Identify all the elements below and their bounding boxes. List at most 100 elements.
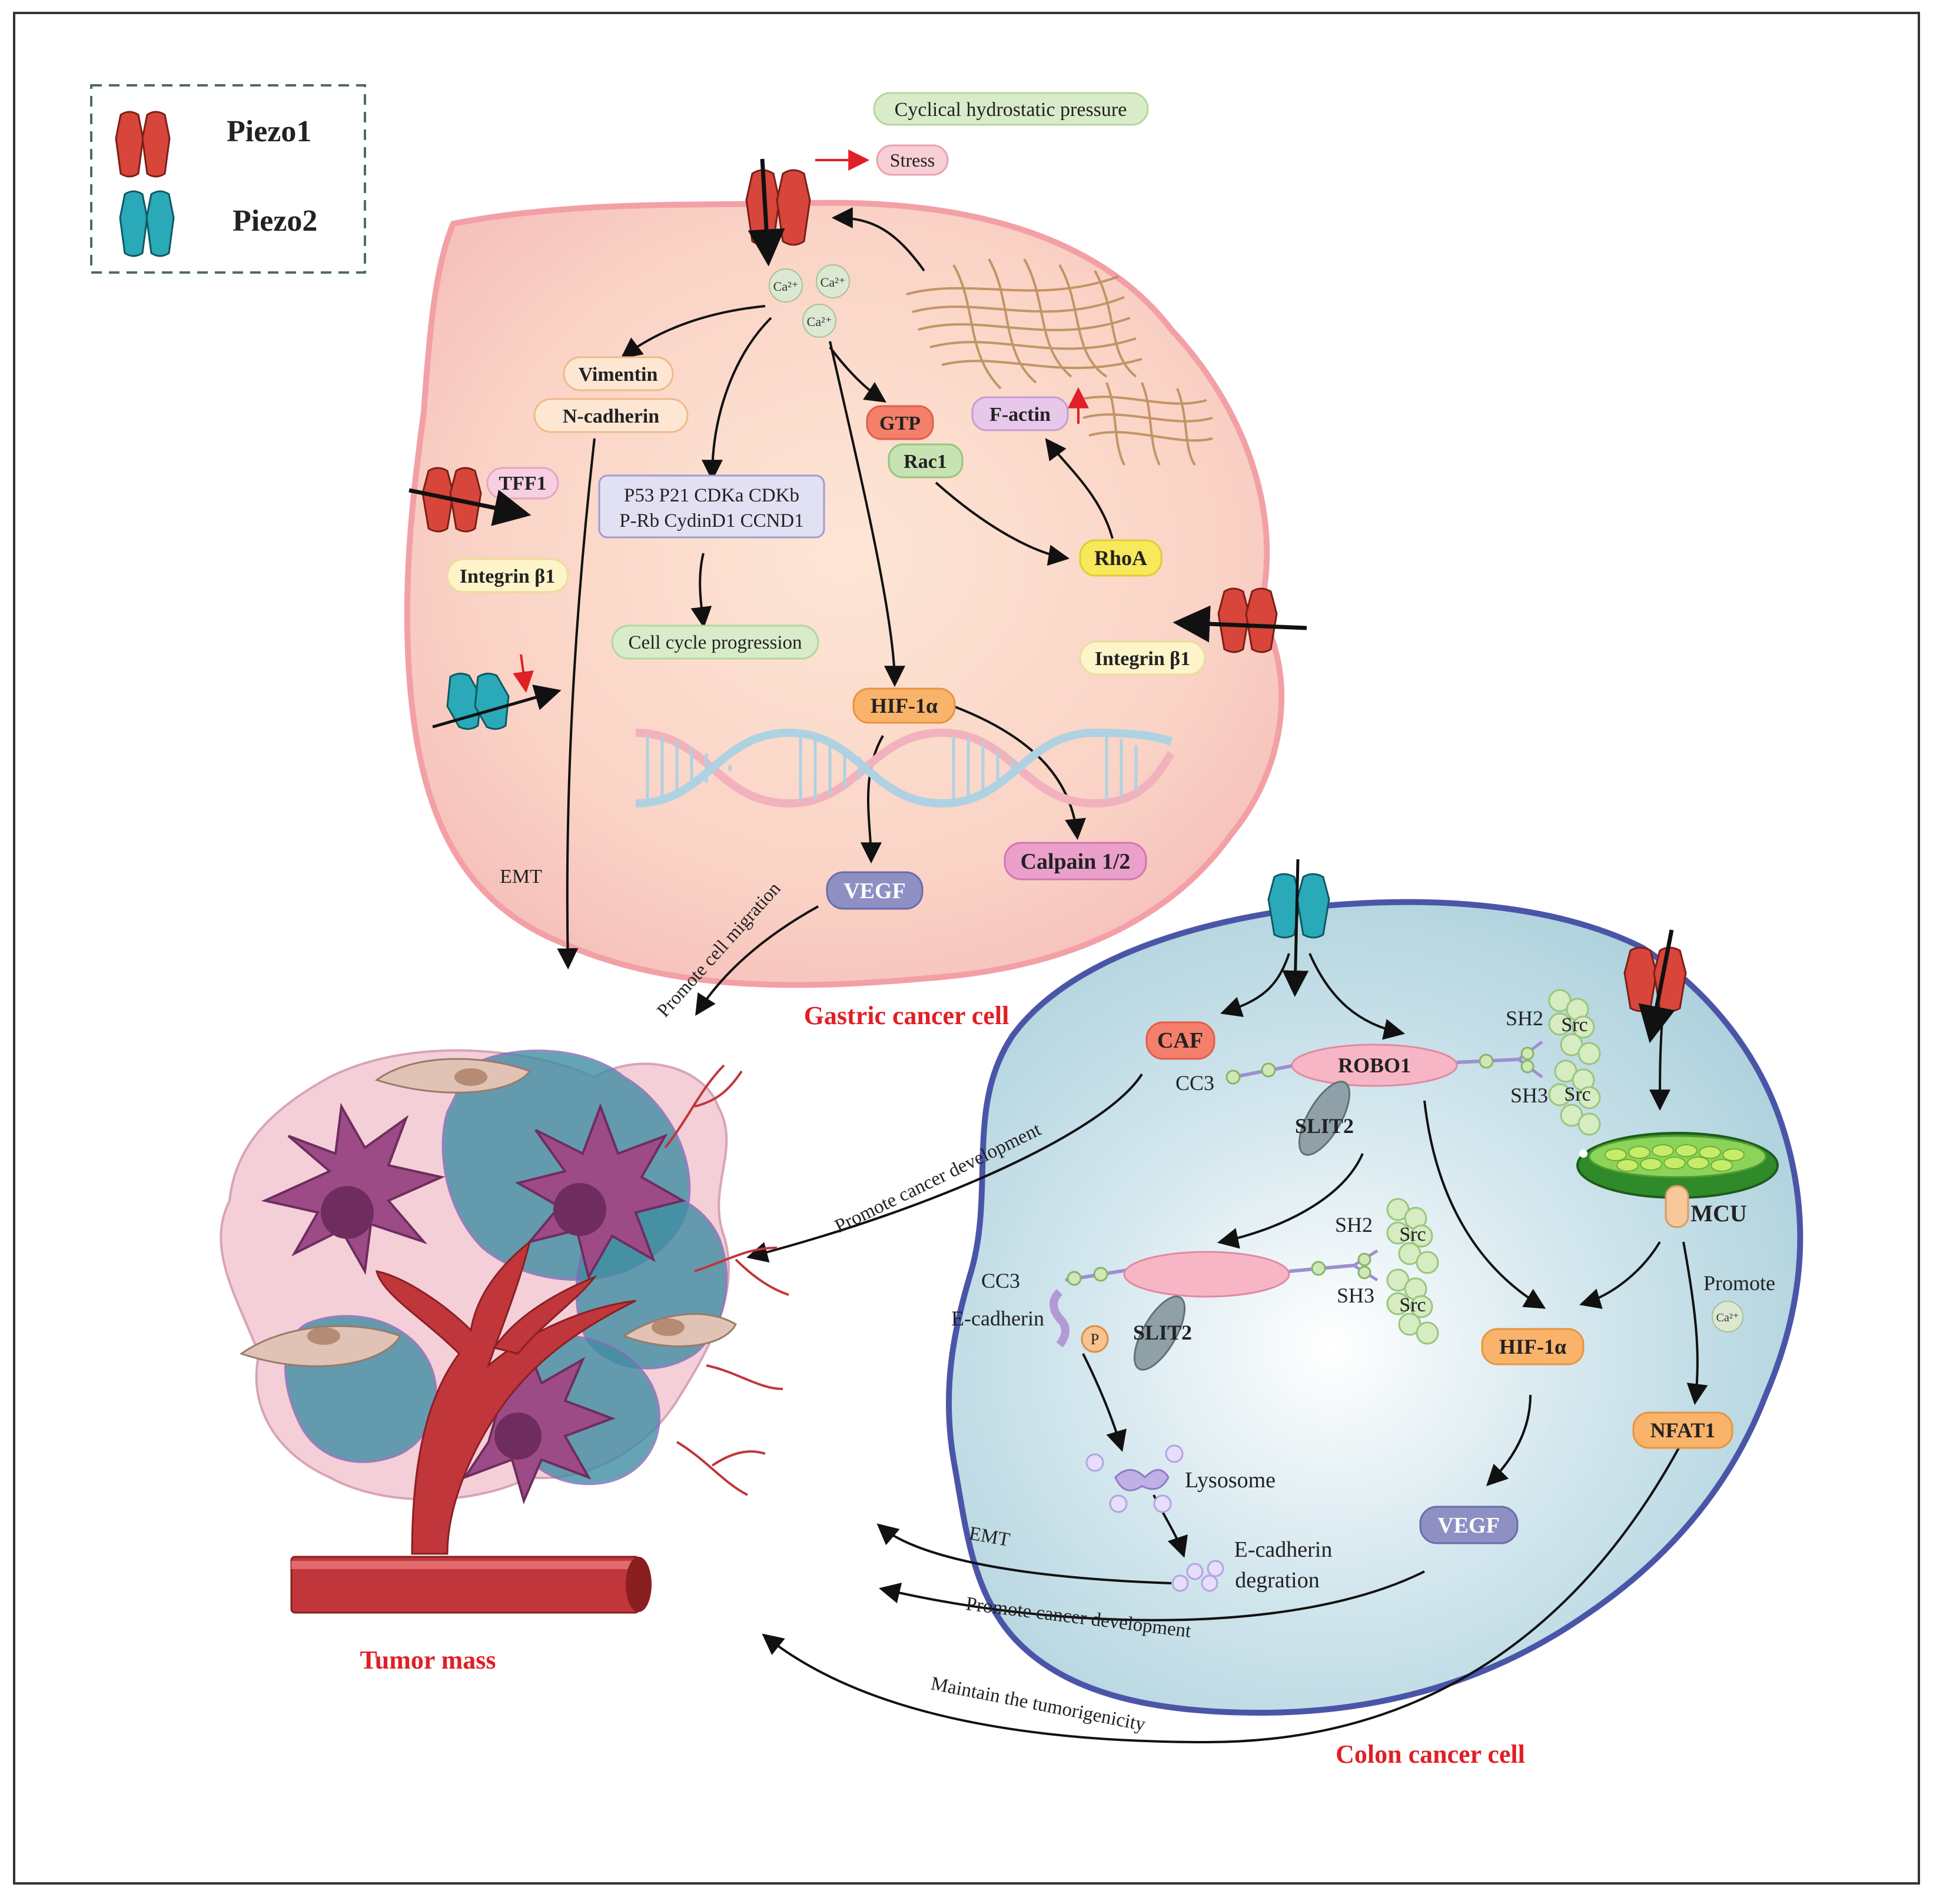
ca-ion-2-label: Ca²⁺ (821, 275, 846, 290)
src-1-label: Src (1561, 1014, 1587, 1036)
cell-cycle-proteins-line1: P53 P21 CDKa CDKb (624, 485, 799, 506)
cyclical-pressure-label: Cyclical hydrostatic pressure (895, 99, 1127, 121)
cell-cycle-proteins-line2: P-Rb CydinD1 CCND1 (619, 510, 804, 531)
cyclical-pressure-pill: Cyclical hydrostatic pressure (873, 92, 1149, 126)
vimentin-label: Vimentin (579, 364, 658, 386)
piezo1-channel-colon-right (1623, 929, 1687, 1044)
mcu-label: MCU (1690, 1200, 1747, 1227)
promote-label: Promote (1703, 1271, 1775, 1295)
calpain-pill: Calpain 1/2 (1004, 842, 1147, 880)
piezo2-channel-colon-top (1267, 859, 1330, 997)
vimentin-pill: Vimentin (563, 356, 674, 391)
hif-colon-pill: HIF-1α (1481, 1328, 1585, 1365)
f-actin-fibers (906, 258, 1213, 466)
ca-ion-3-label: Ca²⁺ (807, 314, 832, 329)
colon-arrows (746, 953, 1708, 1744)
piezo1-legend-icon (115, 111, 171, 178)
slit2-mid-label: SLIT2 (1133, 1321, 1192, 1344)
src-cluster-2 (1548, 1059, 1601, 1136)
ca-ion-colon: Ca²⁺ (1712, 1301, 1743, 1333)
robo1-complex: ROBO1 (1225, 1041, 1543, 1156)
integrin-left-pill: Integrin β1 (446, 558, 569, 593)
src-3-label: Src (1399, 1224, 1426, 1245)
legend-box: Piezo1 Piezo2 (90, 84, 366, 274)
ca-ion-2: Ca²⁺ (816, 264, 850, 298)
gastric-arrows (557, 207, 1114, 1016)
src-2-label: Src (1564, 1084, 1590, 1105)
lysosome-label: Lysosome (1185, 1468, 1276, 1493)
vegf-gastric-pill: VEGF (826, 871, 924, 910)
sh2-top-label: SH2 (1506, 1006, 1543, 1030)
e-cadherin-label: E-cadherin (951, 1307, 1044, 1330)
robo1-label: ROBO1 (1338, 1054, 1411, 1077)
f-actin-label: F-actin (989, 404, 1051, 426)
piezo1-channel-gastric-left (408, 467, 532, 533)
rhoa-label: RhoA (1094, 546, 1147, 570)
colon-cell-title: Colon cancer cell (1336, 1740, 1525, 1769)
e-cadherin-degradation-line1: E-cadherin (1234, 1537, 1333, 1562)
piezo2-legend-icon (119, 190, 175, 257)
cc3-mid-label: CC3 (981, 1269, 1020, 1292)
gtp-label: GTP (879, 413, 921, 434)
n-cadherin-label: N-cadherin (563, 406, 659, 427)
src-4-label: Src (1399, 1294, 1426, 1316)
piezo1-channel-gastric-top (745, 158, 811, 267)
legend-piezo1-label: Piezo1 (227, 115, 311, 148)
calpain-label: Calpain 1/2 (1021, 849, 1131, 874)
integrin-right-label: Integrin β1 (1095, 648, 1190, 670)
hif-gastric-label: HIF-1α (871, 694, 938, 717)
rac1-pill: Rac1 (888, 443, 964, 479)
n-cadherin-pill: N-cadherin (533, 398, 689, 433)
p-label: P (1091, 1331, 1099, 1348)
e-cadherin-degradation-icon (1171, 1560, 1224, 1592)
rhoa-pill: RhoA (1079, 539, 1163, 577)
sh3-mid-label: SH3 (1337, 1284, 1374, 1307)
lysosome-icon (1085, 1444, 1184, 1513)
gtp-pill: GTP (866, 405, 934, 440)
vegf-colon-pill: VEGF (1419, 1506, 1519, 1544)
gastric-cell-title: Gastric cancer cell (804, 1001, 1009, 1030)
robo1-complex-middle (1049, 1249, 1379, 1371)
f-actin-pill: F-actin (971, 396, 1069, 431)
cell-cycle-proteins-box: P53 P21 CDKa CDKb P-Rb CydinD1 CCND1 (598, 474, 825, 539)
stress-pill: Stress (876, 144, 949, 176)
ca-ion-3: Ca²⁺ (802, 304, 836, 338)
rac1-label: Rac1 (904, 451, 947, 473)
sh2-mid-label: SH2 (1335, 1213, 1373, 1237)
hif-gastric-pill: HIF-1α (852, 687, 956, 724)
slit2-top-label: SLIT2 (1295, 1114, 1354, 1138)
tumor-mass-title: Tumor mass (360, 1646, 496, 1674)
cc3-top-label: CC3 (1175, 1071, 1214, 1095)
legend-piezo2-label: Piezo2 (233, 204, 317, 238)
dna-helix (635, 728, 1175, 808)
nfat1-label: NFAT1 (1650, 1418, 1716, 1442)
ca-ion-colon-label: Ca²⁺ (1716, 1311, 1739, 1324)
integrin-right-pill: Integrin β1 (1079, 640, 1206, 676)
mitochondrion (1576, 1132, 1779, 1228)
caf-label: CAF (1157, 1028, 1203, 1053)
src-cluster-3 (1386, 1198, 1439, 1274)
piezo1-channel-gastric-right (1173, 587, 1307, 653)
ca-ion-1-label: Ca²⁺ (773, 279, 799, 294)
src-cluster-4 (1386, 1268, 1439, 1345)
vegf-gastric-label: VEGF (843, 879, 906, 903)
sh3-top-label: SH3 (1510, 1084, 1548, 1107)
vegf-colon-label: VEGF (1437, 1513, 1500, 1538)
e-cadherin-degradation-line2: degration (1235, 1568, 1320, 1593)
figure-frame (13, 12, 1920, 1885)
tff1-label: TFF1 (499, 473, 546, 494)
ca-ion-1: Ca²⁺ (769, 268, 803, 303)
hif-colon-label: HIF-1α (1499, 1335, 1566, 1358)
src-cluster-1 (1548, 989, 1601, 1065)
piezo2-channel-gastric-left (432, 654, 562, 730)
gastric-emt-label: EMT (500, 866, 542, 888)
cell-cycle-progression-pill: Cell cycle progression (611, 624, 819, 660)
tumor-mass-illustration (220, 1049, 789, 1614)
stress-label: Stress (890, 149, 935, 171)
caf-pill: CAF (1145, 1021, 1215, 1060)
cell-cycle-progression-label: Cell cycle progression (628, 632, 802, 653)
nfat1-pill: NFAT1 (1632, 1411, 1733, 1449)
integrin-left-label: Integrin β1 (460, 566, 555, 587)
